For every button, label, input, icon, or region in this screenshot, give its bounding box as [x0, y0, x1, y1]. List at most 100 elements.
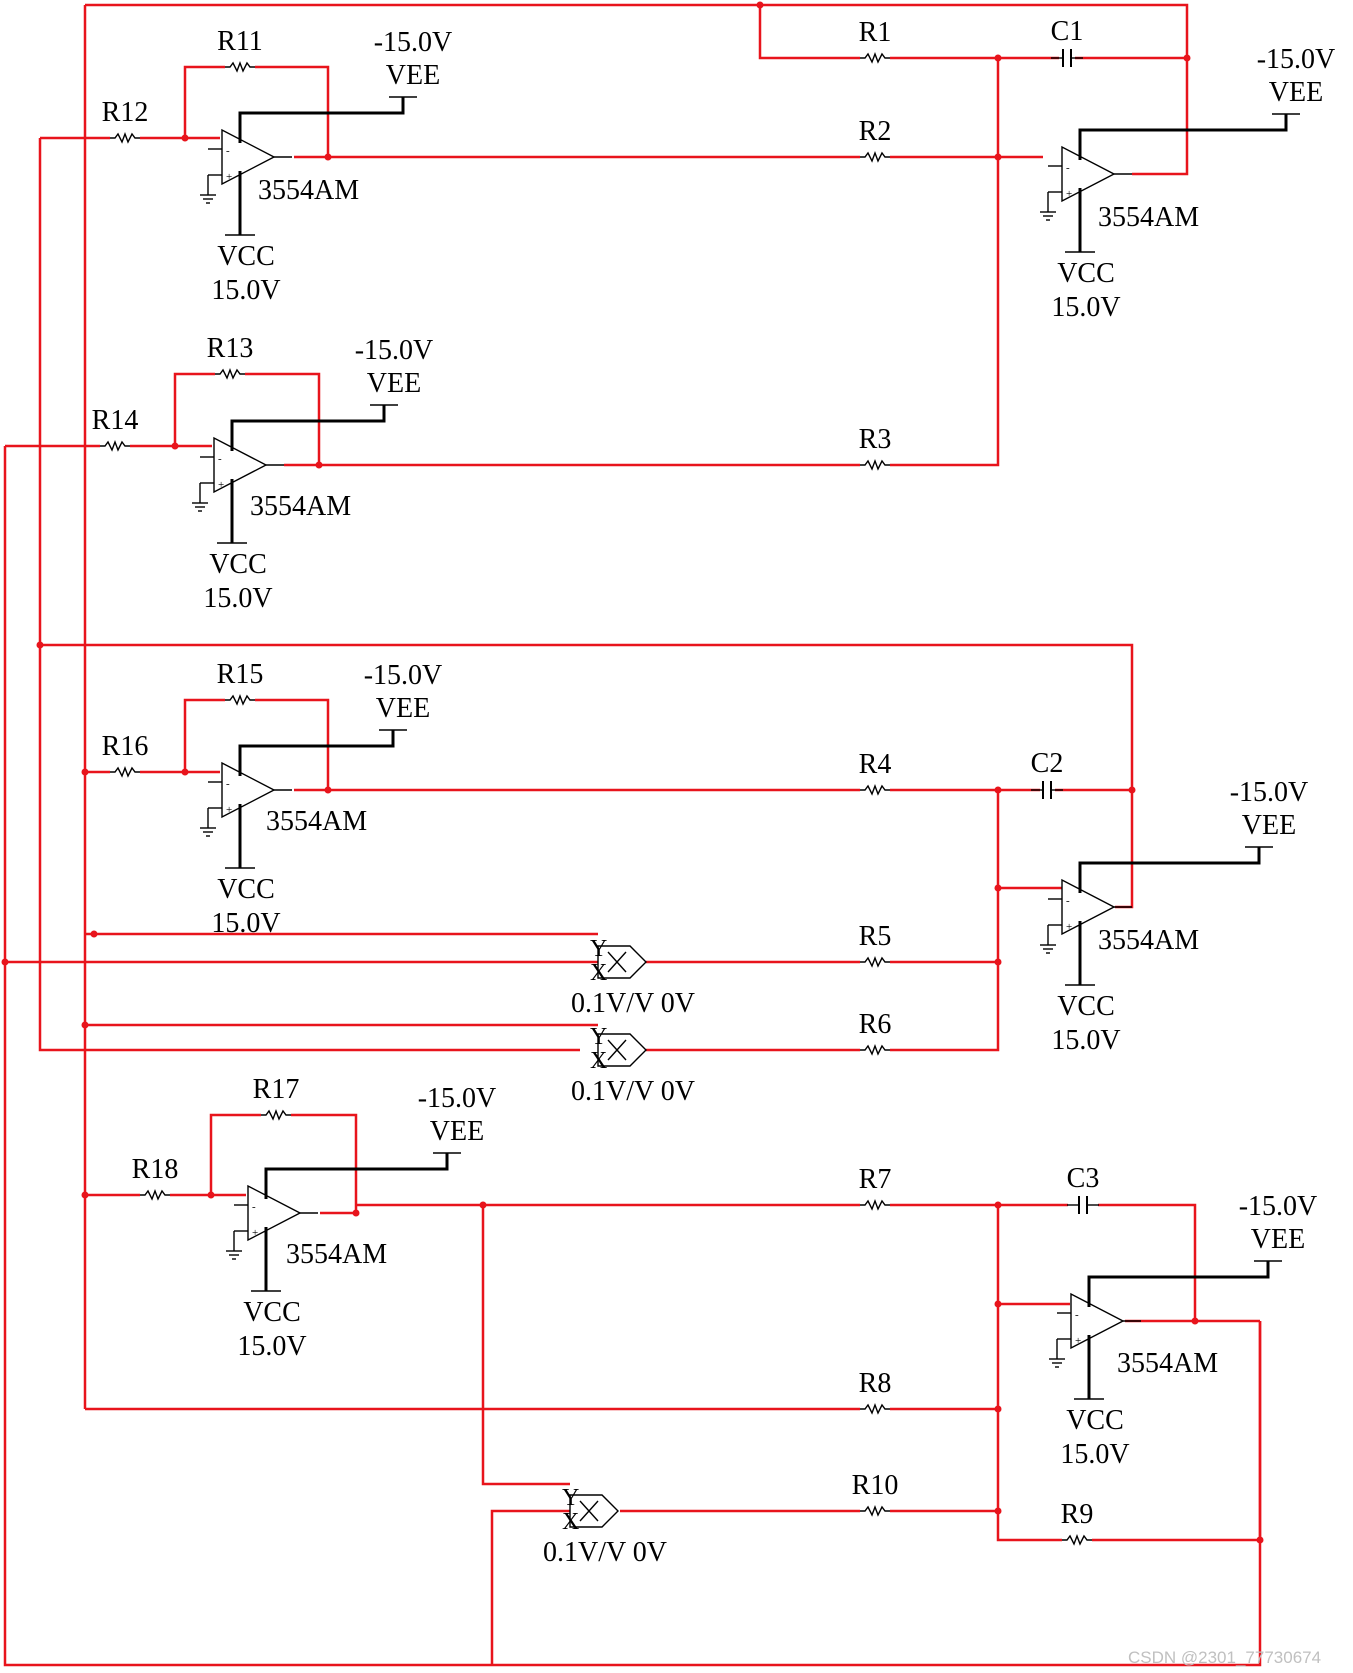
vee-label: VEE [1269, 77, 1323, 108]
junction-dot [315, 461, 323, 469]
resistor-r11: R11 [217, 26, 263, 73]
multiplier-y-input: Y [562, 1485, 579, 1511]
opamp-model: 3554AM [286, 1239, 387, 1270]
resistor-r3: R3 [859, 424, 891, 471]
wire [40, 643, 1134, 909]
vee-wire [238, 97, 405, 143]
vee-label: VEE [367, 368, 421, 399]
resistor-symbol [860, 956, 890, 968]
multiply-mark [607, 1039, 627, 1061]
resistor-symbol [140, 1189, 170, 1201]
vcc-value: 15.0V [1060, 1439, 1129, 1470]
resistor-r16: R16 [102, 731, 149, 778]
capacitor-label: C2 [1031, 748, 1064, 779]
junction-dot [994, 54, 1002, 62]
plus-mark: + [226, 804, 232, 816]
wire [996, 1205, 1062, 1542]
resistor-label: R13 [207, 333, 254, 364]
plus-mark: + [1066, 188, 1072, 200]
resistor-symbol [225, 61, 255, 73]
vee-wire [1078, 847, 1261, 893]
wire [1098, 1203, 1197, 1321]
resistor-r6: R6 [859, 1009, 891, 1056]
opamp-symbol [1070, 1292, 1125, 1350]
resistor-r5: R5 [859, 921, 891, 968]
resistor-label: R18 [132, 1154, 179, 1185]
resistor-label: R12 [102, 97, 149, 128]
resistor-r2: R2 [859, 116, 891, 163]
wire [255, 65, 330, 157]
multiply-mark [607, 951, 627, 973]
multiplier-y-input: Y [590, 1024, 607, 1050]
resistor-symbol [261, 1109, 291, 1121]
junction-dot [81, 768, 89, 776]
vcc-value: 15.0V [1051, 1025, 1120, 1056]
vcc-label: VCC [209, 549, 267, 580]
junction-dot [994, 958, 1002, 966]
plus-mark: + [252, 1227, 258, 1239]
junction-dot [352, 1209, 360, 1217]
wire [209, 1113, 261, 1195]
resistor-symbol [110, 132, 140, 144]
vee-label: VEE [376, 693, 430, 724]
junction-dot [90, 930, 98, 938]
resistor-label: R14 [92, 405, 139, 436]
junction-dot [994, 1507, 1002, 1515]
ground-icon [226, 1231, 242, 1260]
minus-mark: - [1066, 162, 1070, 174]
multiplier-symbol [597, 945, 647, 979]
vcc-value: 15.0V [211, 908, 280, 939]
junctions [1, 1, 1264, 1544]
multiplier-symbol [569, 1494, 619, 1528]
vcc-label: VCC [243, 1297, 301, 1328]
resistor-label: R16 [102, 731, 149, 762]
resistor-r18: R18 [132, 1154, 179, 1201]
resistor-label: R1 [859, 17, 892, 48]
resistor-r9: R9 [1061, 1499, 1094, 1546]
junction-dot [994, 786, 1002, 794]
ground-icon [1040, 925, 1056, 954]
junction-dot [181, 768, 189, 776]
resistor-label: R9 [1061, 1499, 1094, 1530]
resistor-r10: R10 [852, 1470, 899, 1517]
resistor-label: R8 [859, 1368, 892, 1399]
minus-mark: - [218, 453, 222, 465]
wire [173, 372, 215, 446]
multiplier-gain: 0.1V/V 0V [571, 1076, 695, 1107]
ground-icon [1049, 1339, 1065, 1368]
resistor-symbol [860, 1403, 890, 1415]
vee-value: -15.0V [1230, 777, 1309, 808]
capacitor-c1: C1 [1051, 16, 1084, 67]
resistor-label: R4 [859, 749, 892, 780]
resistor-symbol [860, 151, 890, 163]
watermark: CSDN @2301_77730674 [1128, 1648, 1321, 1667]
vee-label: VEE [386, 60, 440, 91]
wire [85, 3, 1189, 176]
vcc-value: 15.0V [211, 275, 280, 306]
junction-dot [171, 442, 179, 450]
junction-dot [994, 884, 1002, 892]
wire [245, 372, 321, 465]
vee-wire [230, 405, 386, 451]
resistor-symbol [860, 784, 890, 796]
resistor-symbol [860, 459, 890, 471]
ground-icon [200, 175, 216, 204]
wire [890, 58, 1000, 467]
multiplier-gain: 0.1V/V 0V [543, 1537, 667, 1568]
opamp-symbol [221, 761, 276, 819]
capacitor-c3: C3 [1067, 1163, 1099, 1214]
junction-dot [181, 134, 189, 142]
resistor-label: R10 [852, 1470, 899, 1501]
minus-mark: - [1066, 895, 1070, 907]
opamp-symbol [1061, 145, 1116, 203]
vcc-label: VCC [1066, 1405, 1124, 1436]
capacitor-label: C1 [1051, 16, 1084, 47]
resistor-symbol [860, 1199, 890, 1211]
junction-dot [994, 1201, 1002, 1209]
multiplier-3: YX0.1V/V 0V [543, 1485, 667, 1568]
ground-icon [192, 483, 208, 512]
junction-dot [994, 1300, 1002, 1308]
